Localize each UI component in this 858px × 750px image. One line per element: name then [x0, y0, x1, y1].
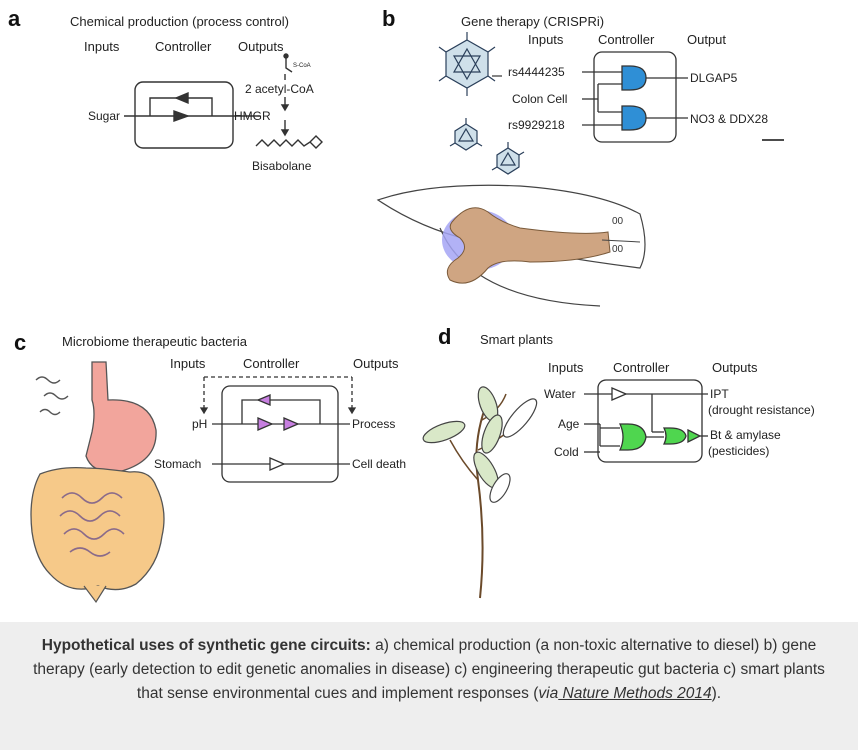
panel-c-col-inputs: Inputs [170, 356, 206, 371]
figure-caption: Hypothetical uses of synthetic gene circ… [0, 622, 858, 750]
panel-d-or-gate-1 [618, 423, 647, 451]
panel-c-letter: c [14, 330, 27, 355]
figure-graphics: 00 00 [30, 32, 784, 604]
svg-text:00: 00 [612, 244, 624, 255]
panel-c-input-stomach: Stomach [154, 457, 202, 471]
panel-b-tissue-illustration: 00 00 [376, 184, 646, 307]
panel-c-input-ph: pH [192, 417, 208, 431]
panel-a-repressor-gate-bottom [173, 110, 191, 122]
panel-a-title: Chemical production (process control) [70, 14, 289, 29]
panel-c-circuit [199, 376, 357, 483]
panel-a-repressor-gate-top [174, 91, 189, 105]
panel-d-gate-water [611, 387, 628, 401]
panel-d-title: Smart plants [480, 332, 553, 347]
panel-d-col-inputs: Inputs [548, 360, 584, 375]
panel-a-col-outputs: Outputs [238, 39, 284, 54]
panel-c-title: Microbiome therapeutic bacteria [62, 334, 247, 349]
panel-d-output-bt-amylase: Bt & amylase [710, 428, 781, 442]
svg-text:00: 00 [612, 216, 624, 227]
caption-bold-lead: Hypothetical uses of synthetic gene circ… [41, 637, 371, 654]
panel-c-gate-feedback [256, 394, 271, 406]
panel-b-input-colon-cell: Colon Cell [512, 92, 568, 106]
panel-c-gut-illustration [30, 361, 165, 604]
panel-d-input-water: Water [544, 387, 576, 401]
panel-a-scoa: S-CoA [293, 63, 311, 69]
panel-b-controller-box [593, 51, 677, 143]
panel-d-col-outputs: Outputs [712, 360, 758, 375]
panel-d-output-gate [687, 428, 702, 444]
virus-small-1 [449, 118, 483, 151]
panel-a-col-controller: Controller [155, 39, 212, 54]
panel-a-acetyl-coa: 2 acetyl-CoA [245, 82, 314, 96]
panel-b-title: Gene therapy (CRISPRi) [461, 14, 605, 29]
panel-b-col-inputs: Inputs [528, 32, 564, 47]
panel-b-col-output: Output [687, 32, 727, 47]
panel-d-circuit [584, 379, 708, 463]
panel-c-col-outputs: Outputs [353, 356, 399, 371]
panel-a-hmgr: HMGR [234, 109, 271, 123]
panel-c-output-cell-death: Cell death [352, 457, 407, 471]
virus-large [438, 32, 496, 96]
panel-d-or-gate-2 [662, 427, 687, 445]
panel-d-output-bt-note: (pesticides) [708, 444, 770, 458]
panel-c-output-process: Process [352, 417, 396, 431]
panel-a-circuit [124, 53, 323, 149]
virus-small-2 [491, 142, 525, 175]
scoa-molecule [285, 58, 293, 73]
panel-a-controller-box [134, 81, 234, 149]
panel-d-controller-box [597, 379, 703, 463]
panel-d-col-controller: Controller [613, 360, 670, 375]
panel-c-gate-2 [283, 417, 300, 431]
chromosome [446, 207, 611, 284]
panel-b-circuit [582, 51, 784, 143]
panel-c-controller-box [221, 385, 339, 483]
panel-d-input-age: Age [558, 417, 580, 431]
caption-text: a) chemical production (a non-toxic alte… [33, 637, 825, 702]
panel-d-input-cold: Cold [554, 445, 579, 459]
small-intestine [59, 492, 125, 557]
panel-c-gate-1 [257, 417, 274, 431]
bisabolane-molecule [255, 135, 323, 149]
panel-b-input-rs9929218: rs9929218 [508, 118, 565, 132]
panel-a-bisabolane: Bisabolane [252, 159, 312, 173]
panel-a-letter: a [8, 6, 21, 31]
panel-d-plant-illustration [422, 386, 538, 599]
panel-b-output-dlgap5: DLGAP5 [690, 71, 738, 85]
large-intestine [30, 466, 165, 591]
panel-b-col-controller: Controller [598, 32, 655, 47]
panel-a-col-inputs: Inputs [84, 39, 120, 54]
panel-b-input-rs4444235: rs4444235 [508, 65, 565, 79]
panel-a-input-sugar: Sugar [88, 109, 121, 123]
panel-c-gate-3 [269, 457, 286, 471]
panel-c-col-controller: Controller [243, 356, 300, 371]
figure: 00 00 [8, 6, 815, 604]
caption-end: ). [711, 685, 722, 702]
panel-d-output-ipt: IPT [710, 387, 729, 401]
panel-b-and-gate-bottom [621, 105, 647, 131]
caption-source-link[interactable]: Nature Methods 2014 [558, 685, 712, 702]
caption-via: via [538, 685, 559, 702]
stomach [85, 361, 157, 473]
panel-b-letter: b [382, 6, 396, 31]
panel-d-output-ipt-note: (drought resistance) [708, 403, 815, 417]
panel-d-letter: d [438, 324, 452, 349]
panel-b-and-gate-top [621, 65, 647, 91]
panel-b-output-no3-ddx28: NO3 & DDX28 [690, 112, 769, 126]
panel-b-viruses [438, 32, 525, 175]
